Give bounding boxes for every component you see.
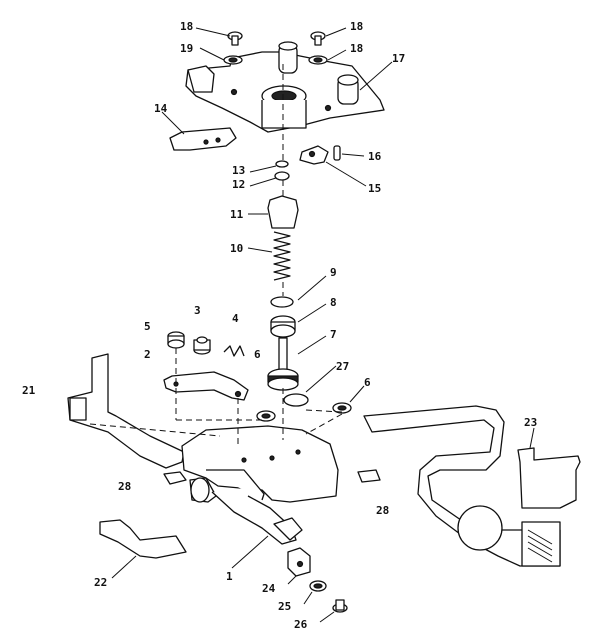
screw-18-left	[227, 31, 243, 46]
callout-label: 1	[226, 570, 233, 583]
gear-6-right	[332, 402, 352, 414]
ribbon-contacts	[527, 529, 553, 563]
callout-label: 10	[230, 242, 243, 255]
washer-18	[308, 55, 328, 65]
washer-27	[283, 393, 309, 407]
callout-label: 14	[154, 102, 168, 115]
callout-label: 23	[524, 416, 537, 429]
arm-21	[67, 353, 185, 469]
leader-lines	[111, 27, 535, 623]
gear-8	[270, 315, 296, 338]
callout-label: 28	[118, 480, 131, 493]
flex-ribbon-cable	[363, 405, 561, 567]
washer-19	[223, 55, 243, 65]
callout-label: 18	[180, 20, 193, 33]
callout-label: 16	[368, 150, 382, 163]
screw-18-right	[310, 31, 326, 46]
callout-label: 4	[232, 312, 239, 325]
callout-label: 17	[392, 52, 405, 65]
callout-label: 11	[230, 208, 244, 221]
callout-label: 22	[94, 576, 107, 589]
callout-label: 26	[294, 618, 308, 631]
callout-label: 24	[262, 582, 276, 595]
callout-label: 15	[368, 182, 381, 195]
callout-label: 25	[278, 600, 291, 613]
washer-12	[274, 171, 290, 181]
callout-label: 12	[232, 178, 245, 191]
cap-11	[267, 195, 299, 229]
top-bracket-plate	[185, 41, 385, 133]
pad-28-right	[357, 469, 381, 483]
clip-13	[275, 160, 289, 168]
callout-label: 6	[254, 348, 261, 361]
callout-label: 2	[144, 348, 151, 361]
callout-label: 7	[330, 328, 337, 341]
callout-labels: 18 19 18 18 17 14 13 12 16 15 11 10 9 8 …	[22, 20, 537, 631]
callout-label: 8	[330, 296, 337, 309]
callout-label: 27	[336, 360, 349, 373]
callout-label: 6	[364, 376, 371, 389]
gear-3	[193, 336, 211, 355]
callout-label: 18	[350, 42, 363, 55]
washer-9	[270, 296, 294, 308]
callout-label: 13	[232, 164, 245, 177]
callout-label: 21	[22, 384, 36, 397]
callout-label: 18	[350, 20, 363, 33]
callout-label: 5	[144, 320, 151, 333]
lever-arm-2	[163, 371, 249, 401]
pad-28-left	[163, 471, 187, 485]
spring-10	[273, 231, 291, 281]
gear-5	[167, 331, 185, 349]
bracket-22	[99, 519, 187, 559]
callout-label: 3	[194, 304, 201, 317]
bracket-14	[169, 127, 237, 151]
spring-4	[223, 345, 245, 357]
connector-23	[517, 447, 581, 509]
gear-6-left	[256, 410, 276, 422]
callout-label: 19	[180, 42, 193, 55]
clamp-24	[287, 547, 311, 577]
base-chassis-1	[181, 425, 339, 545]
nut-25	[309, 580, 327, 592]
callout-label: 9	[330, 266, 337, 279]
lever-16	[299, 145, 341, 165]
alignment-lines	[89, 64, 343, 444]
callout-label: 28	[376, 504, 389, 517]
screw-26	[332, 599, 348, 613]
shaft-7	[267, 337, 299, 391]
